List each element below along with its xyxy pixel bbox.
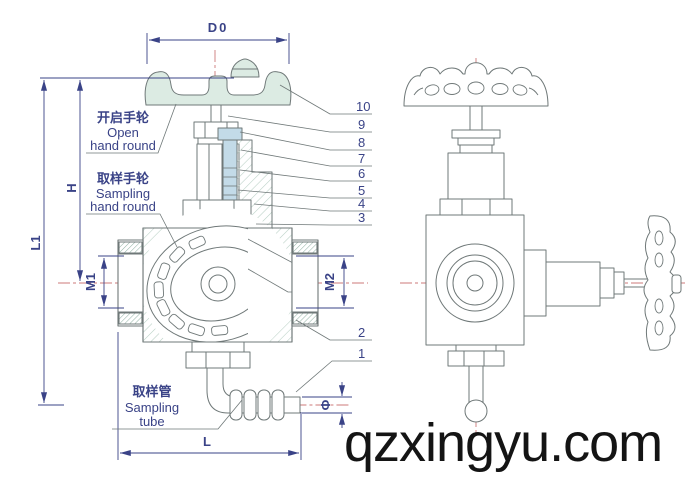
- bottom-flange: [191, 341, 245, 353]
- side-hex-nut: [439, 198, 513, 216]
- side-collar-2: [457, 137, 495, 146]
- callout-tube-en1: Sampling: [125, 400, 179, 415]
- side-collar-1: [451, 129, 501, 139]
- side-tube: [468, 365, 484, 405]
- leader-7: [240, 149, 372, 167]
- callout-sampling-hand-wheel: 取样手轮 Sampling hand round: [86, 171, 178, 248]
- side-stem: [469, 105, 483, 131]
- side-sampling-collar: [599, 267, 615, 299]
- leader-1: [295, 360, 372, 393]
- label-m2: M2: [322, 273, 337, 291]
- callout-sampling-tube: 取样管 Sampling tube: [112, 384, 243, 430]
- leader-8: [239, 131, 372, 151]
- open-handwheel-section: [144, 58, 292, 106]
- part-number-1: 1: [358, 346, 365, 361]
- callout-open-en2: hand round: [90, 138, 156, 153]
- side-bottom-flange: [455, 344, 497, 352]
- side-sampling-disc: [613, 271, 625, 295]
- part-number-10: 10: [356, 99, 370, 114]
- watermark-text: qzxingyu.com: [344, 413, 663, 473]
- side-bonnet: [447, 152, 505, 200]
- side-sampling-wheel-slots: [654, 230, 664, 336]
- dimension-l1-h: [38, 77, 234, 406]
- leader-2: [295, 319, 372, 341]
- leader-5: [237, 189, 372, 199]
- side-sampling-flange: [523, 249, 547, 317]
- sampling-handwheel-front: [146, 225, 248, 343]
- part-number-8: 8: [358, 135, 365, 150]
- label-m1: M1: [83, 273, 98, 291]
- leader-9: [227, 115, 372, 133]
- side-tube-ball-end: [464, 399, 488, 423]
- left-port-thread-bottom: [118, 312, 143, 325]
- right-port: [291, 239, 319, 327]
- part-number-7: 7: [358, 151, 365, 166]
- side-wheel-slots: [413, 81, 539, 96]
- dimension-m2: [296, 255, 354, 309]
- packing-cap: [217, 127, 243, 141]
- dimension-m1: [98, 255, 124, 309]
- bottom-hex-nut: [185, 351, 251, 369]
- side-sampling-hub-cap: [671, 274, 682, 294]
- leader-4: [253, 203, 372, 212]
- callout-tube-leader: [112, 399, 243, 430]
- dimension-l: [117, 332, 302, 460]
- callout-samplingwheel-en1: Sampling: [96, 186, 150, 201]
- sampling-wheel-hub-inner: [208, 274, 228, 294]
- label-l1: L1: [28, 235, 43, 250]
- left-port-thread-top: [118, 241, 143, 254]
- part-number-callouts: 10 9 8 7 6 5 4 3 2 1: [227, 84, 372, 393]
- right-port-thread-bottom: [292, 312, 318, 325]
- label-d0: D0: [208, 20, 229, 35]
- callout-open-zh: 开启手轮: [97, 110, 149, 125]
- part-number-6: 6: [358, 166, 365, 181]
- dimension-phi: [302, 382, 352, 428]
- front-dimensions: [38, 33, 354, 460]
- side-view: [400, 58, 688, 436]
- side-sampling-barrel: [545, 261, 601, 307]
- callout-tube-en2: tube: [139, 414, 164, 429]
- left-port: [117, 239, 144, 327]
- front-view: D0 L1 H M1 M2 L Φ 开启手轮 Open hand round 取…: [28, 20, 372, 460]
- leader-6: [239, 169, 372, 182]
- callout-open-leader: [86, 103, 177, 154]
- right-port-thread-top: [292, 241, 318, 254]
- callout-open-en1: Open: [107, 125, 139, 140]
- side-bottom-nut: [447, 350, 505, 367]
- label-phi: Φ: [318, 399, 333, 410]
- sampling-wheel-slots: [153, 235, 229, 337]
- part-number-9: 9: [358, 117, 365, 132]
- part-number-2: 2: [358, 325, 365, 340]
- leader-3: [255, 223, 372, 226]
- side-sampling-handwheel: [643, 215, 678, 351]
- open-handwheel-hub: [230, 58, 260, 78]
- open-handwheel-body: [144, 71, 292, 106]
- sampling-tube-assembly: [185, 341, 301, 421]
- label-h: H: [64, 183, 79, 192]
- side-neck: [459, 144, 493, 154]
- leader-10: [279, 84, 372, 115]
- callout-open-hand-wheel: 开启手轮 Open hand round: [86, 103, 177, 154]
- callout-samplingwheel-zh: 取样手轮: [97, 171, 149, 186]
- callout-tube-zh: 取样管: [132, 384, 171, 399]
- side-boss-center: [466, 274, 484, 292]
- part-number-5: 5: [358, 183, 365, 198]
- label-l: L: [203, 434, 211, 449]
- dimension-d0: [146, 33, 290, 64]
- bonnet-assembly: [182, 104, 273, 236]
- callout-samplingwheel-leader: [86, 213, 178, 248]
- tube-barbs: [229, 389, 285, 421]
- callout-samplingwheel-en2: hand round: [90, 199, 156, 214]
- part-number-3: 3: [358, 210, 365, 225]
- part-number-4: 4: [358, 196, 365, 211]
